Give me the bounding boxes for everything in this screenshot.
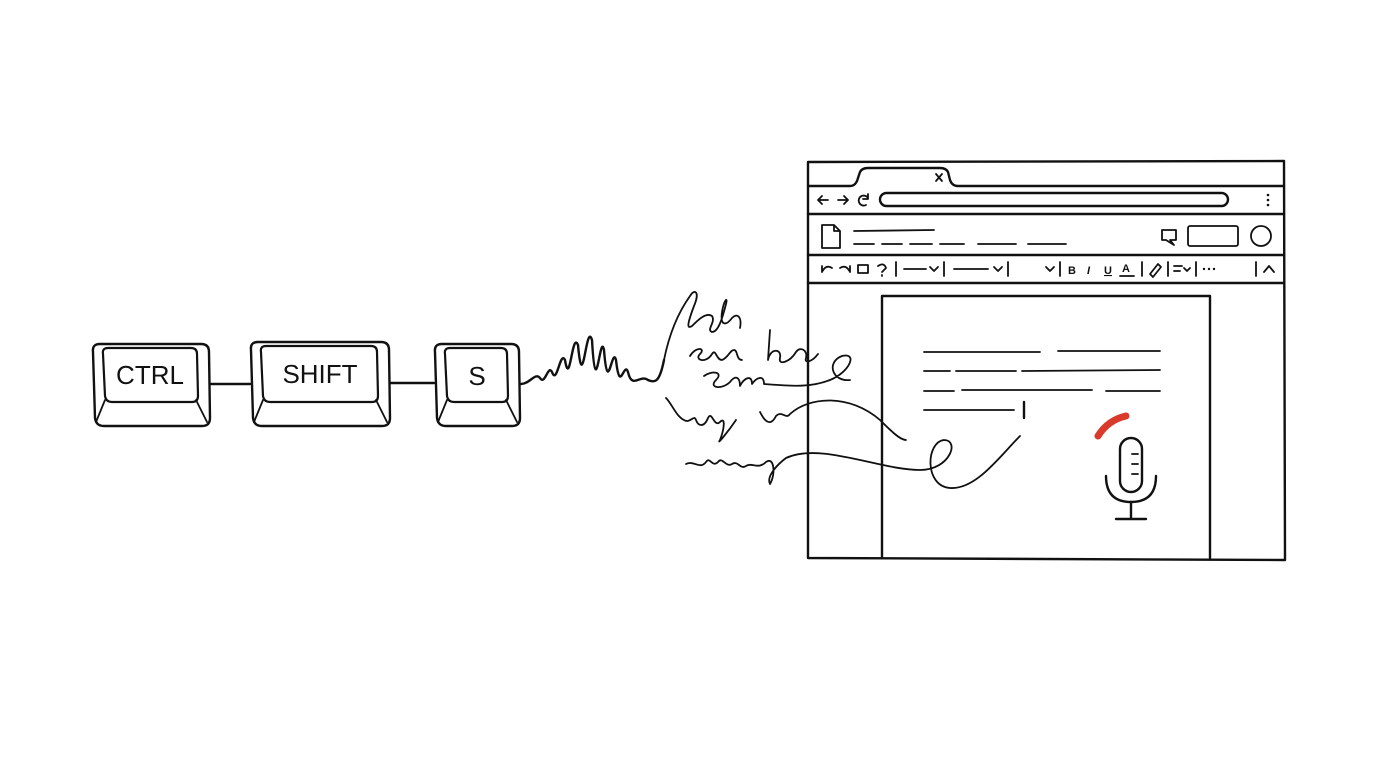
recording-indicator [1094, 412, 1130, 440]
reload-icon[interactable] [857, 193, 869, 207]
italic-button[interactable]: I [1087, 265, 1091, 277]
document-page[interactable] [880, 294, 1212, 560]
highlight-pen-icon[interactable] [1149, 263, 1162, 278]
s-key-label: S [468, 361, 485, 391]
redo-icon[interactable] [839, 265, 851, 273]
keyboard-shortcut: CTRL SHIFT S [91, 340, 522, 428]
print-icon[interactable] [857, 264, 869, 274]
avatar-circle[interactable] [1250, 225, 1272, 247]
s-key[interactable]: S [433, 342, 522, 428]
ctrl-key-label: CTRL [116, 360, 184, 390]
more-options-icon[interactable] [1202, 267, 1216, 271]
document-title-placeholder[interactable] [853, 229, 935, 232]
style-dropdown[interactable] [953, 266, 1003, 272]
bold-button[interactable]: B [1068, 265, 1076, 277]
formatting-toolbar: B I U A [806, 261, 1286, 285]
document-text-lines [923, 350, 1161, 411]
browser-window: B I U A [806, 159, 1287, 562]
arrow-left-icon[interactable] [817, 195, 829, 205]
ctrl-key[interactable]: CTRL [91, 342, 212, 428]
address-bar[interactable] [878, 191, 1230, 208]
microphone-icon[interactable] [1094, 412, 1158, 521]
collapse-toolbar-icon[interactable] [1263, 265, 1275, 273]
kebab-menu-icon[interactable] [1266, 193, 1270, 207]
spellcheck-icon[interactable] [877, 263, 887, 277]
list-options-icon[interactable] [1173, 265, 1191, 272]
browser-frame [806, 159, 1287, 562]
navigation-bar [806, 191, 1286, 216]
text-color-label: A [1122, 263, 1130, 275]
share-button[interactable] [1187, 225, 1239, 247]
shift-key[interactable]: SHIFT [249, 340, 392, 428]
handwritten-speech-scribbles [663, 291, 1021, 489]
comment-icon[interactable] [1161, 229, 1177, 246]
browser-tab[interactable] [806, 166, 1286, 188]
undo-icon[interactable] [821, 265, 833, 273]
document-icon[interactable] [821, 224, 841, 249]
shift-key-label: SHIFT [282, 359, 357, 389]
underline-button[interactable]: U [1104, 265, 1112, 277]
voice-sound-wave [519, 335, 666, 386]
font-dropdown[interactable] [1045, 266, 1055, 272]
zoom-dropdown[interactable] [903, 266, 939, 272]
text-color-button[interactable]: A [1119, 263, 1135, 277]
close-tab-icon[interactable] [935, 173, 943, 182]
arrow-right-icon[interactable] [837, 195, 849, 205]
document-header [806, 224, 1286, 257]
